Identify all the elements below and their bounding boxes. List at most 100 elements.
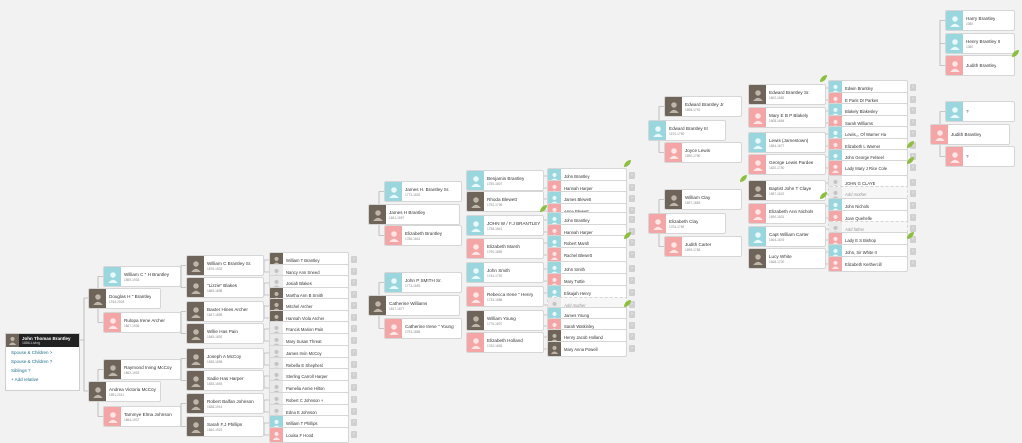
expand-ancestors-arrow-icon[interactable]: › [629, 207, 635, 214]
expand-ancestors-arrow-icon[interactable]: › [629, 322, 635, 329]
expand-ancestors-arrow-icon[interactable]: › [910, 153, 916, 160]
person-card[interactable]: Lewis (Jamestown)1654-1677 [748, 132, 826, 153]
record-hint-leaf-icon[interactable] [907, 157, 914, 164]
person-card[interactable]: Lady Mary J Rice Cole [828, 160, 908, 176]
spouse-children-link[interactable]: Spouse & Children > [11, 350, 53, 355]
person-card[interactable]: Judith Brantley [945, 55, 1015, 76]
expand-ancestors-arrow-icon[interactable]: › [910, 260, 916, 267]
expand-ancestors-arrow-icon[interactable]: › [629, 251, 635, 258]
expand-ancestors-arrow-icon[interactable]: › [910, 142, 916, 149]
person-card[interactable]: William C Brantley Sr.1876-1932 [186, 255, 264, 276]
person-card[interactable]: James H. Brantley Sr.1773-1832 [384, 181, 462, 202]
expand-ancestors-arrow-icon[interactable]: › [629, 195, 635, 202]
expand-ancestors-arrow-icon[interactable]: › [910, 179, 916, 186]
expand-ancestors-arrow-icon[interactable]: › [351, 349, 357, 356]
focus-person-header[interactable]: John Thomas Brantley 1886-Living [6, 334, 79, 347]
record-hint-leaf-icon[interactable] [740, 175, 747, 182]
expand-ancestors-arrow-icon[interactable]: › [910, 236, 916, 243]
expand-ancestors-arrow-icon[interactable]: › [629, 184, 635, 191]
expand-ancestors-arrow-icon[interactable]: › [629, 277, 635, 284]
record-hint-leaf-icon[interactable] [624, 160, 631, 167]
siblings-link[interactable]: Siblings ? [11, 368, 31, 373]
expand-ancestors-arrow-icon[interactable]: › [351, 361, 357, 368]
expand-ancestors-arrow-icon[interactable]: › [351, 268, 357, 275]
expand-ancestors-arrow-icon[interactable]: › [629, 301, 635, 308]
expand-ancestors-arrow-icon[interactable]: › [351, 337, 357, 344]
expand-ancestors-arrow-icon[interactable]: › [351, 396, 357, 403]
expand-ancestors-arrow-icon[interactable]: › [351, 314, 357, 321]
expand-ancestors-arrow-icon[interactable]: › [629, 345, 635, 352]
expand-ancestors-arrow-icon[interactable]: › [910, 248, 916, 255]
record-hint-leaf-icon[interactable] [820, 75, 827, 82]
person-card[interactable]: Elizabeth Keithercill [828, 256, 908, 272]
expand-ancestors-arrow-icon[interactable]: › [910, 84, 916, 91]
person-card[interactable]: Edward Brantley Sr.1602-1682 [748, 84, 826, 105]
person-card[interactable]: Mary Anna Powell [547, 341, 627, 357]
expand-ancestors-arrow-icon[interactable]: › [629, 239, 635, 246]
person-card[interactable]: ? [945, 101, 1015, 122]
expand-ancestors-arrow-icon[interactable]: › [351, 279, 357, 286]
expand-ancestors-arrow-icon[interactable]: › [629, 228, 635, 235]
record-hint-leaf-icon[interactable] [907, 141, 914, 148]
expand-ancestors-arrow-icon[interactable]: › [629, 333, 635, 340]
expand-ancestors-arrow-icon[interactable]: › [351, 256, 357, 263]
expand-ancestors-arrow-icon[interactable]: › [910, 214, 916, 221]
expand-ancestors-arrow-icon[interactable]: › [351, 384, 357, 391]
expand-ancestors-arrow-icon[interactable]: › [629, 289, 635, 296]
expand-ancestors-arrow-icon[interactable]: › [351, 302, 357, 309]
record-hint-leaf-icon[interactable] [624, 300, 631, 307]
expand-ancestors-arrow-icon[interactable]: › [910, 96, 916, 103]
record-hint-leaf-icon[interactable] [1012, 50, 1019, 57]
record-hint-leaf-icon[interactable] [907, 232, 914, 239]
record-hint-leaf-icon[interactable] [624, 232, 631, 239]
expand-ancestors-arrow-icon[interactable]: › [351, 408, 357, 415]
expand-ancestors-arrow-icon[interactable]: › [351, 372, 357, 379]
expand-ancestors-arrow-icon[interactable]: › [351, 431, 357, 438]
expand-ancestors-arrow-icon[interactable]: › [910, 130, 916, 137]
expand-ancestors-arrow-icon[interactable]: › [351, 419, 357, 426]
expand-ancestors-arrow-icon[interactable]: › [351, 325, 357, 332]
record-hint-leaf-icon[interactable] [820, 192, 827, 199]
expand-ancestors-arrow-icon[interactable]: › [910, 164, 916, 171]
person-card[interactable]: Louisa F Hood [269, 427, 349, 443]
expand-ancestors-arrow-icon[interactable]: › [910, 202, 916, 209]
person-card[interactable]: ? [945, 146, 1015, 167]
add-relative-link[interactable]: + Add relative [11, 377, 39, 382]
expand-ancestors-arrow-icon[interactable]: › [629, 216, 635, 223]
expand-ancestors-arrow-icon[interactable]: › [629, 265, 635, 272]
focus-person-card[interactable]: John Thomas Brantley 1886-Living Spouse … [5, 333, 80, 391]
